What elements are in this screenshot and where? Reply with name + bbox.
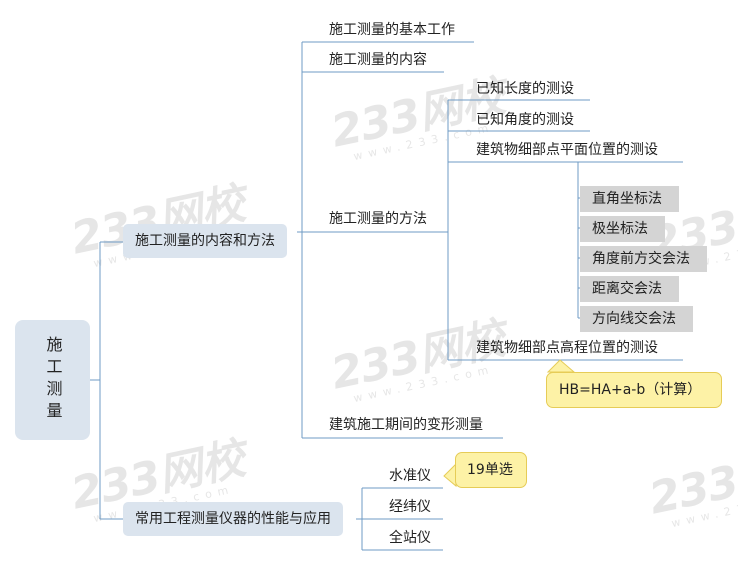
node-known-angle[interactable]: 已知角度的测设 [476, 112, 574, 128]
node-elevation-position[interactable]: 建筑物细部点高程位置的测设 [476, 340, 658, 356]
node-plane-method[interactable]: 直角坐标法 [580, 186, 679, 212]
node-deformation[interactable]: 建筑施工期间的变形测量 [329, 417, 483, 433]
node-plane-position[interactable]: 建筑物细部点平面位置的测设 [476, 142, 658, 158]
node-total-station[interactable]: 全站仪 [389, 530, 431, 546]
root-label: 施工测量 [43, 336, 63, 424]
branch-label: 常用工程测量仪器的性能与应用 [135, 511, 331, 527]
node-level[interactable]: 水准仪 [389, 468, 431, 484]
node-known-length[interactable]: 已知长度的测设 [476, 81, 574, 97]
note-text: HB=HA+a-b（计算） [559, 382, 702, 398]
node-plane-method[interactable]: 方向线交会法 [580, 306, 693, 332]
node-plane-method[interactable]: 极坐标法 [580, 216, 665, 242]
node-content[interactable]: 施工测量的内容 [329, 52, 427, 68]
node-basic-work[interactable]: 施工测量的基本工作 [329, 22, 455, 38]
node-plane-method[interactable]: 距离交会法 [580, 276, 679, 302]
branch-instruments[interactable]: 常用工程测量仪器的性能与应用 [123, 502, 343, 536]
root-node[interactable]: 施工测量 [15, 320, 90, 440]
branch-label: 施工测量的内容和方法 [135, 233, 275, 249]
note-text: 19单选 [467, 462, 513, 478]
node-methods[interactable]: 施工测量的方法 [329, 211, 427, 227]
branch-content-methods[interactable]: 施工测量的内容和方法 [123, 224, 287, 258]
note-elevation-formula[interactable]: HB=HA+a-b（计算） [546, 372, 722, 408]
node-plane-method[interactable]: 角度前方交会法 [580, 246, 707, 272]
node-theodolite[interactable]: 经纬仪 [389, 499, 431, 515]
note-level-exam[interactable]: 19单选 [455, 452, 527, 488]
